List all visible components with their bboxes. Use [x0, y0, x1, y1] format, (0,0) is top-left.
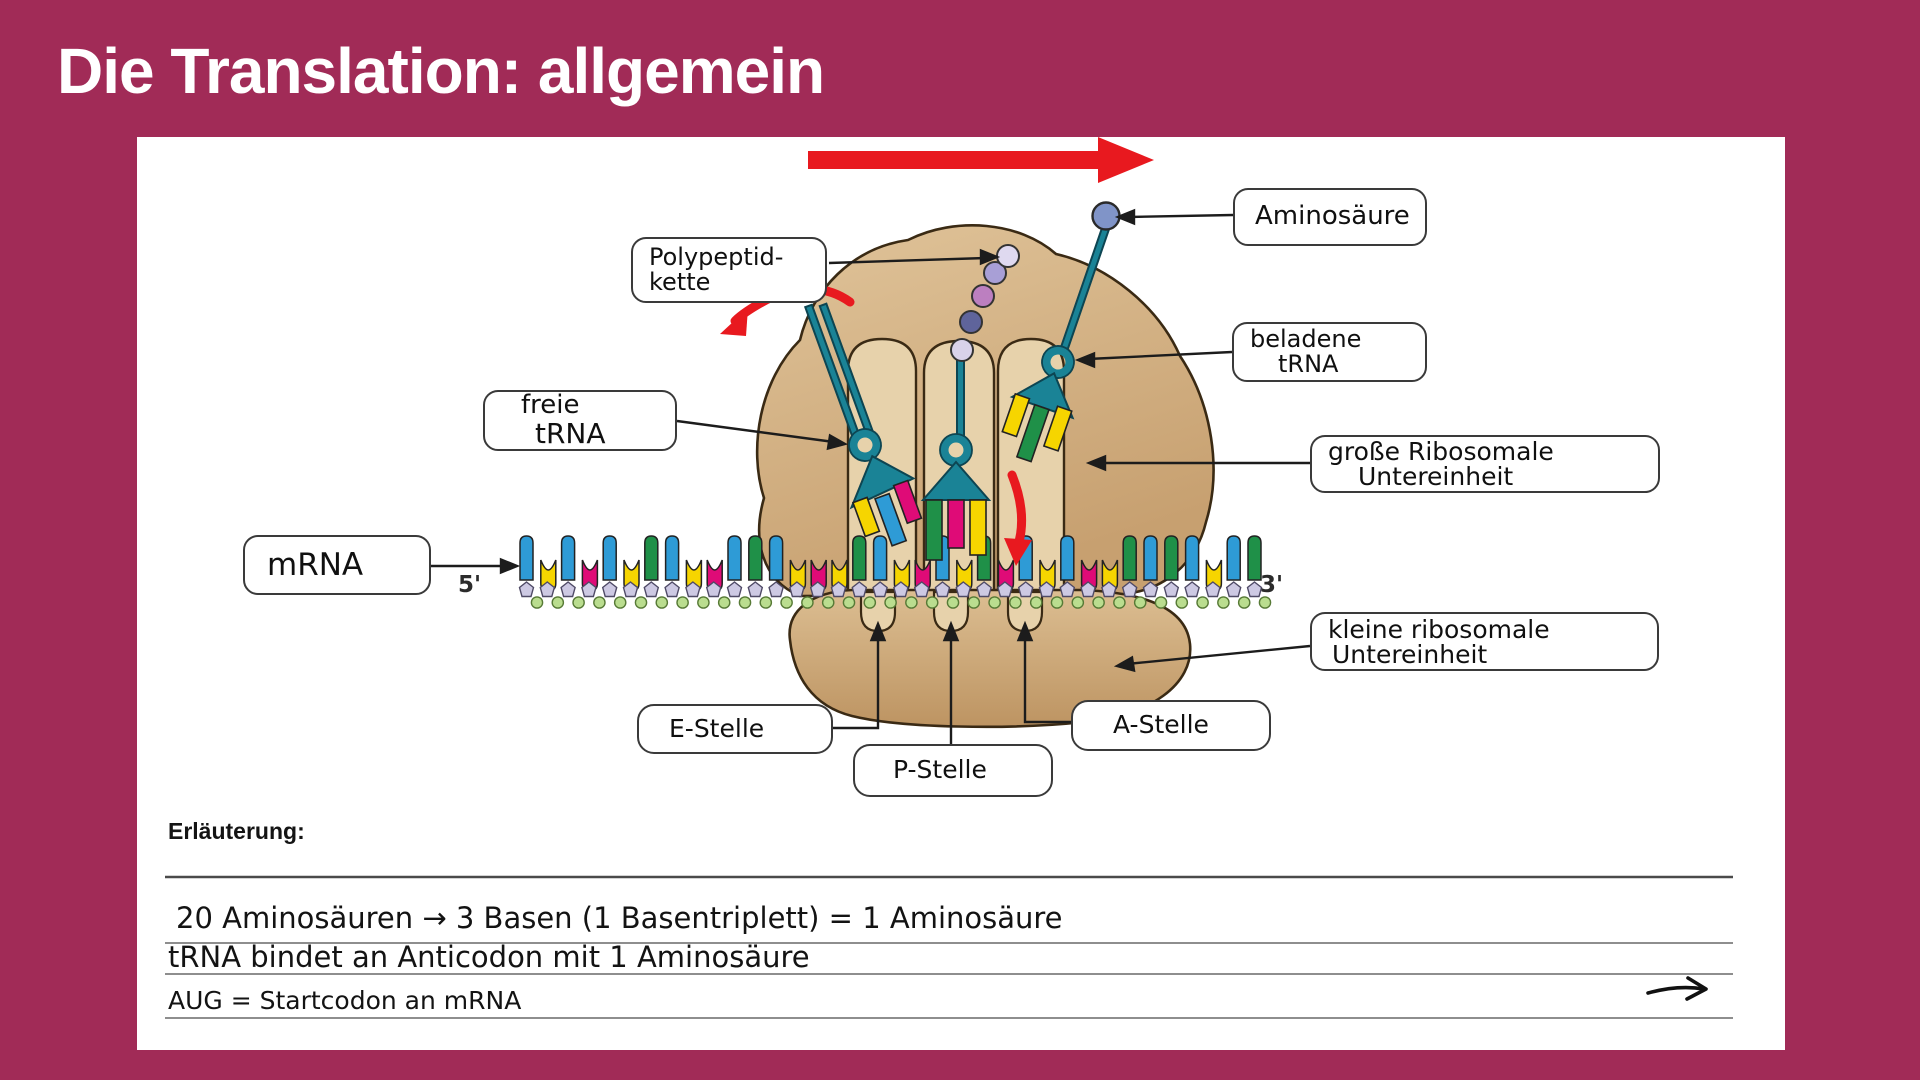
label-e-site: E-Stelle: [637, 704, 833, 754]
label-text: tRNA: [535, 417, 606, 451]
five-prime-end: 5': [458, 572, 482, 598]
page-title: Die Translation: allgemein: [57, 35, 825, 107]
label-polypeptide-chain: Polypeptid- kette: [631, 237, 827, 303]
label-text: freie: [521, 389, 580, 420]
handwritten-arrow: [1646, 976, 1708, 1001]
label-text: kette: [649, 268, 711, 296]
label-text: P-Stelle: [893, 755, 987, 785]
label-text: Polypeptid-: [649, 242, 784, 271]
direction-arrow: [808, 137, 1154, 183]
label-connectors: [430, 208, 1311, 744]
label-text: Aminosäure: [1255, 201, 1410, 232]
label-text: kleine ribosomale: [1328, 614, 1550, 644]
label-text: tRNA: [1278, 350, 1339, 378]
amino-acid-sphere: [1091, 201, 1121, 231]
label-amino-acid: Aminosäure: [1233, 188, 1427, 246]
label-text: große Ribosomale: [1328, 437, 1554, 466]
handwritten-note: tRNA bindet an Anticodon mit 1 Aminosäur…: [168, 940, 810, 974]
label-text: Untereinheit: [1358, 462, 1514, 491]
label-charged-trna: beladene tRNA: [1232, 322, 1427, 382]
label-text: A-Stelle: [1113, 710, 1209, 740]
label-a-site: A-Stelle: [1071, 700, 1271, 751]
charged-trna: [1001, 208, 1117, 463]
label-text: beladene: [1250, 324, 1362, 353]
free-trna: [803, 302, 923, 547]
label-free-trna: freie tRNA: [483, 390, 677, 451]
handwritten-note: AUG = Startcodon an mRNA: [168, 986, 522, 1015]
three-prime-end: 3': [1260, 572, 1284, 598]
label-mrna: mRNA: [243, 535, 431, 595]
label-text: mRNA: [267, 546, 364, 583]
label-text: E-Stelle: [669, 713, 765, 743]
label-p-site: P-Stelle: [853, 744, 1053, 797]
notes-heading: Erläuterung:: [168, 818, 305, 844]
ruled-lines: [165, 875, 1733, 1019]
label-text: Untereinheit: [1332, 639, 1488, 669]
label-small-subunit: kleine ribosomale Untereinheit: [1310, 612, 1659, 671]
polypeptide-chain: [950, 244, 1020, 362]
mrna-strand: [518, 535, 1272, 609]
p-site-trna: [920, 349, 992, 561]
entry-red-arrow: [1004, 470, 1032, 566]
handwritten-note: 20 Aminosäuren → 3 Basen (1 Basentriplet…: [176, 901, 1063, 935]
label-large-subunit: große Ribosomale Untereinheit: [1310, 435, 1660, 493]
